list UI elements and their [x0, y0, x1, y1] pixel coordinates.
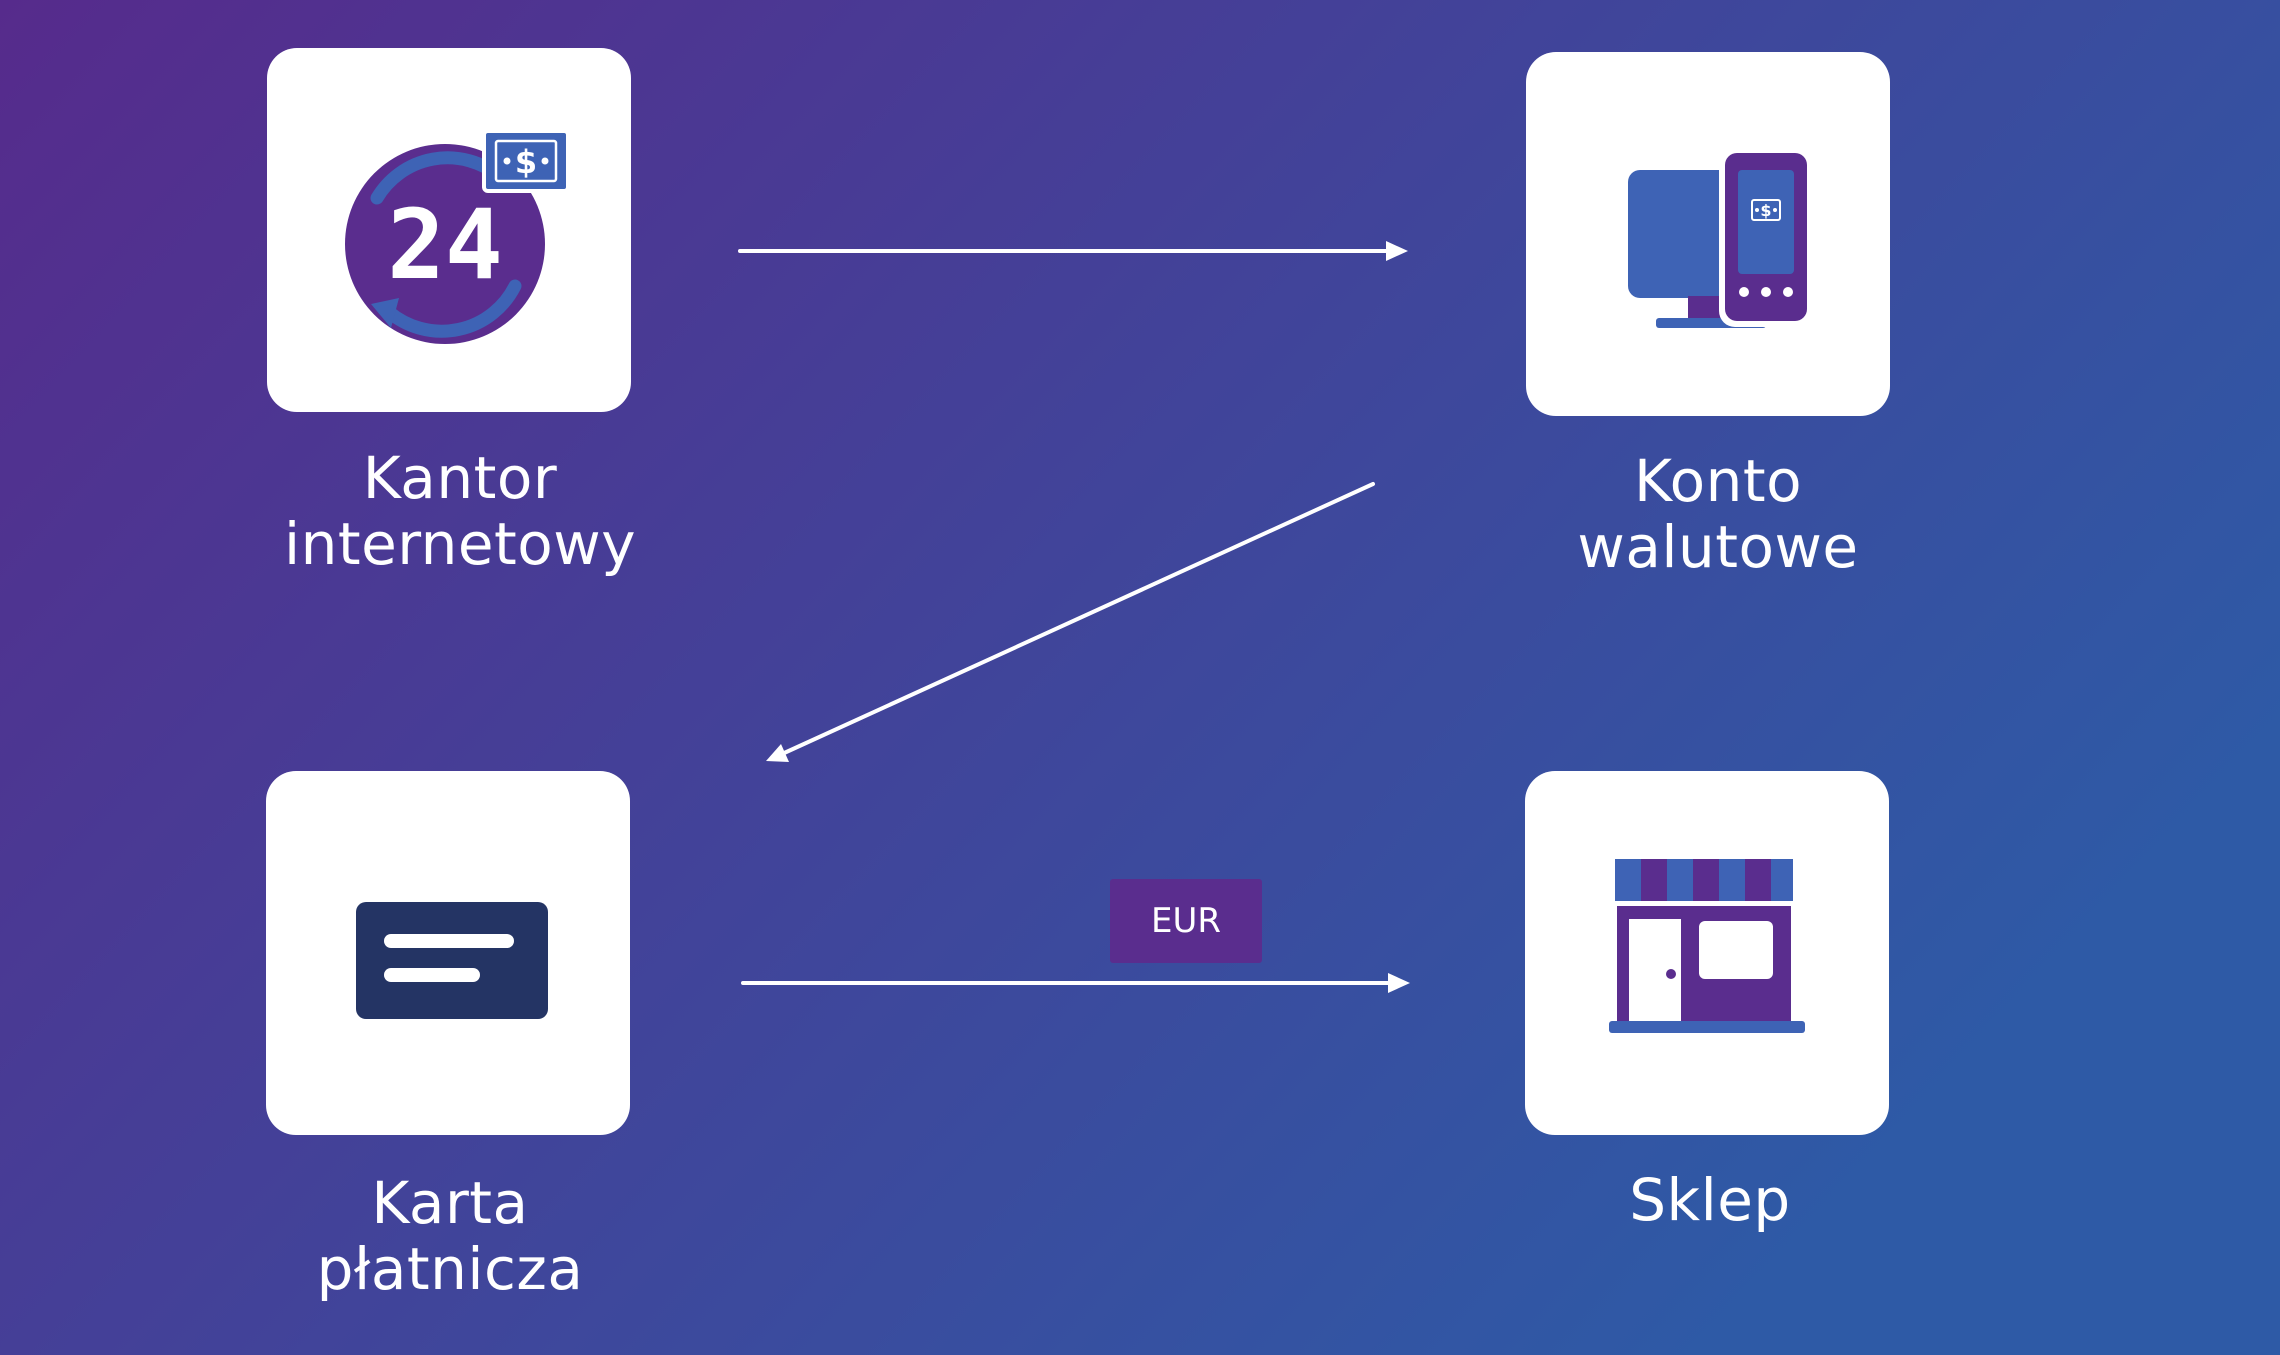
currency-badge-eur: EUR: [1110, 879, 1262, 963]
node-karta-label: Karta płatnicza: [316, 1169, 584, 1303]
icon-number-24: 24: [387, 189, 503, 301]
node-sklep-label: Sklep: [1629, 1166, 1791, 1234]
computer-phone-icon: $: [1628, 147, 1813, 328]
node-karta-tile: [266, 771, 630, 1135]
icon-currency-symbol: $: [515, 143, 537, 181]
icon-currency-symbol: $: [1760, 201, 1771, 220]
24h-exchange-icon: 24 $: [345, 129, 570, 344]
node-konto-tile: $: [1526, 52, 1890, 416]
node-kantor-label: Kantor internetowy: [283, 444, 637, 578]
node-sklep-tile: [1525, 771, 1889, 1135]
node-kantor-tile: 24 $: [267, 48, 631, 412]
shop-icon: [1609, 859, 1805, 1033]
node-konto-label: Konto walutowe: [1577, 447, 1859, 581]
payment-card-icon: [356, 902, 548, 1019]
